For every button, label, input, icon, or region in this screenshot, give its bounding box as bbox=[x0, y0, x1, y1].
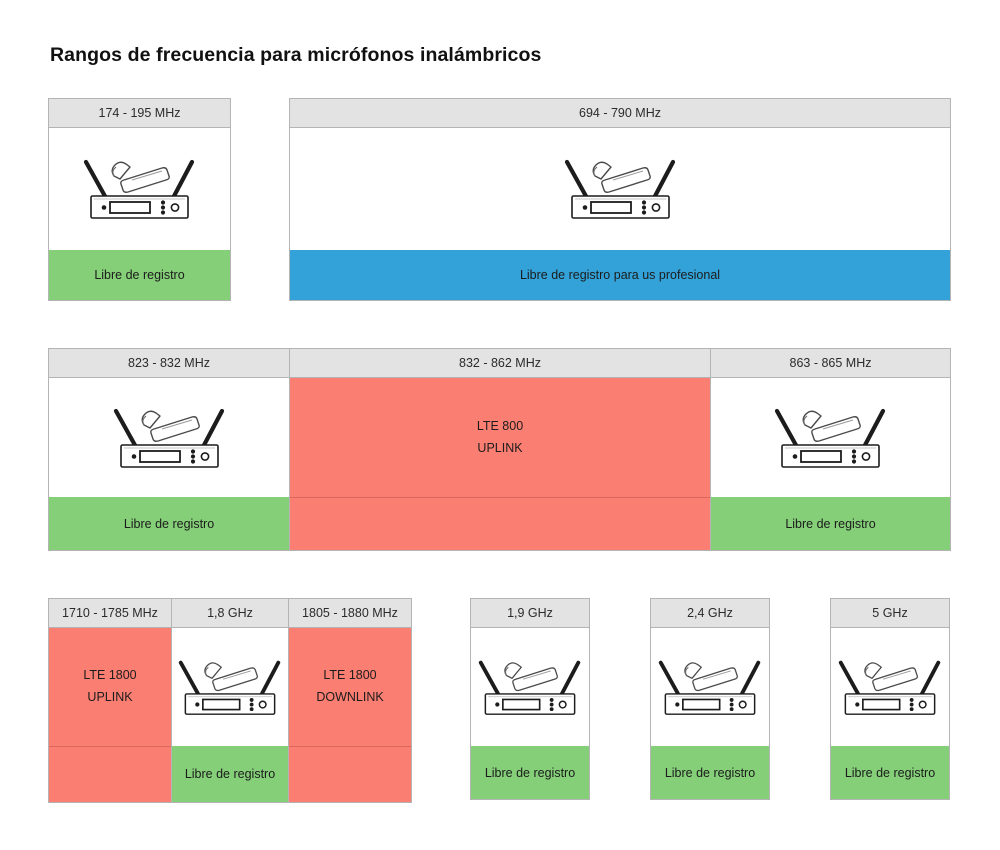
status-badge-professional: Libre de registro para us profesional bbox=[290, 250, 950, 300]
wireless-microphone-icon bbox=[658, 660, 761, 716]
frequency-block-1-9-ghz[interactable]: 1,9 GHz Libre de registro bbox=[470, 598, 590, 800]
frequency-block-1710-1785[interactable]: 1710 - 1785 MHz LTE 1800 UPLINK bbox=[48, 598, 172, 803]
block-illustration bbox=[711, 378, 950, 497]
wireless-microphone-icon bbox=[838, 660, 941, 716]
status-badge-free: Libre de registro bbox=[711, 497, 950, 550]
frequency-block-1805-1880[interactable]: 1805 - 1880 MHz LTE 1800 DOWNLINK bbox=[288, 598, 412, 803]
wireless-microphone-icon bbox=[478, 660, 581, 716]
block-illustration bbox=[49, 128, 230, 250]
frequency-block-174-195[interactable]: 174 - 195 MHz Libre de registro bbox=[48, 98, 231, 301]
lte-label-line-1: LTE 1800 bbox=[323, 668, 377, 683]
status-badge-free: Libre de registro bbox=[831, 746, 949, 799]
block-illustration bbox=[651, 628, 769, 746]
page-title: Rangos de frecuencia para micrófonos ina… bbox=[50, 44, 542, 66]
status-badge-blocked bbox=[289, 746, 411, 802]
wireless-microphone-icon bbox=[564, 156, 677, 222]
frequency-block-832-862[interactable]: 832 - 862 MHz LTE 800 UPLINK bbox=[289, 348, 711, 551]
lte-label-line-1: LTE 1800 bbox=[83, 668, 137, 683]
frequency-range-label: 1710 - 1785 MHz bbox=[49, 599, 171, 628]
frequency-range-label: 863 - 865 MHz bbox=[711, 349, 950, 378]
frequency-block-694-790[interactable]: 694 - 790 MHz Libre de registro para us … bbox=[289, 98, 951, 301]
status-badge-free: Libre de registro bbox=[471, 746, 589, 799]
frequency-block-863-865[interactable]: 863 - 865 MHz Libre de registro bbox=[710, 348, 951, 551]
status-badge-blocked bbox=[290, 497, 710, 550]
frequency-range-label: 1805 - 1880 MHz bbox=[289, 599, 411, 628]
status-badge-blocked bbox=[49, 746, 171, 802]
lte-block-label: LTE 1800 UPLINK bbox=[49, 628, 171, 746]
frequency-range-label: 1,8 GHz bbox=[172, 599, 288, 628]
status-badge-free: Libre de registro bbox=[49, 497, 289, 550]
frequency-range-label: 5 GHz bbox=[831, 599, 949, 628]
lte-block-label: LTE 800 UPLINK bbox=[290, 378, 710, 497]
frequency-range-label: 174 - 195 MHz bbox=[49, 99, 230, 128]
frequency-range-label: 694 - 790 MHz bbox=[290, 99, 950, 128]
lte-label-line-1: LTE 800 bbox=[476, 418, 524, 433]
status-badge-free: Libre de registro bbox=[49, 250, 230, 300]
lte-block-label: LTE 1800 DOWNLINK bbox=[289, 628, 411, 746]
frequency-block-2-4-ghz[interactable]: 2,4 GHz Libre de registro bbox=[650, 598, 770, 800]
block-illustration bbox=[831, 628, 949, 746]
lte-label-line-2: DOWNLINK bbox=[316, 690, 384, 704]
frequency-range-label: 823 - 832 MHz bbox=[49, 349, 289, 378]
wireless-microphone-icon bbox=[774, 405, 887, 471]
frequency-range-label: 1,9 GHz bbox=[471, 599, 589, 628]
status-badge-free: Libre de registro bbox=[172, 746, 288, 802]
wireless-microphone-icon bbox=[178, 660, 281, 716]
frequency-range-label: 2,4 GHz bbox=[651, 599, 769, 628]
frequency-range-label: 832 - 862 MHz bbox=[290, 349, 710, 378]
block-illustration bbox=[172, 628, 288, 746]
block-illustration bbox=[290, 128, 950, 250]
lte-label-line-2: UPLINK bbox=[87, 690, 133, 704]
status-badge-free: Libre de registro bbox=[651, 746, 769, 799]
frequency-block-5-ghz[interactable]: 5 GHz Libre de registro bbox=[830, 598, 950, 800]
block-illustration bbox=[471, 628, 589, 746]
wireless-microphone-icon bbox=[113, 405, 226, 471]
block-illustration bbox=[49, 378, 289, 497]
lte-label-line-2: UPLINK bbox=[477, 440, 523, 455]
frequency-block-823-832[interactable]: 823 - 832 MHz Libre de registro bbox=[48, 348, 290, 551]
wireless-microphone-icon bbox=[83, 156, 196, 222]
frequency-block-1-8-ghz[interactable]: 1,8 GHz Libre de registro bbox=[171, 598, 289, 803]
